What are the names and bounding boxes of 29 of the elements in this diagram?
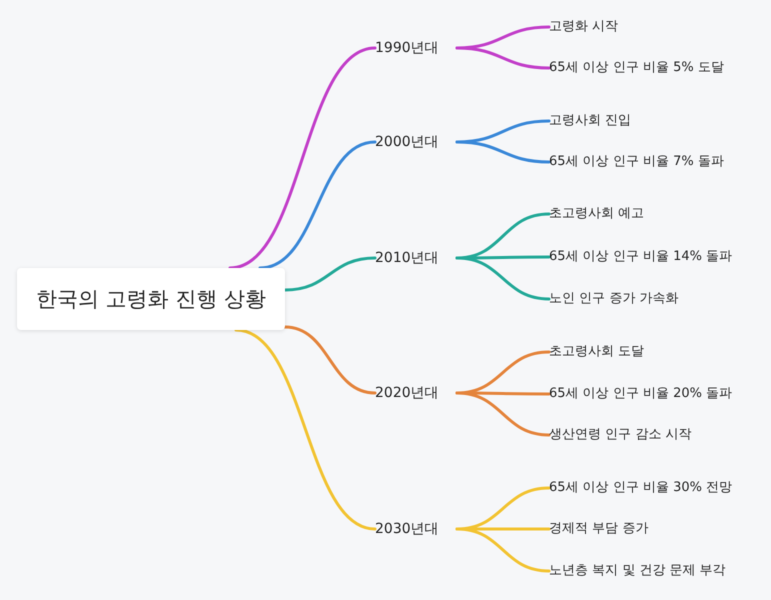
branch-line: [456, 256, 550, 300]
subtopic-text: 고령화 시작: [549, 16, 669, 38]
subtopic-text: 경제적 부담 증가: [549, 518, 689, 540]
subtopic-text: 고령사회 진입: [549, 110, 669, 132]
branch-line: [456, 528, 550, 572]
subtopic-text: 65세 이상 인구 비율 5% 도달: [549, 57, 749, 79]
branch-line: [456, 392, 550, 436]
branch-line: [258, 140, 376, 270]
subtopic-text: 초고령사회 예고: [549, 203, 669, 225]
branch-line: [228, 46, 376, 270]
branch-line: [284, 256, 376, 292]
subtopic-text: 65세 이상 인구 비율 30% 전망: [549, 477, 761, 499]
subtopic-text: 초고령사회 도달: [549, 341, 669, 363]
subtopic-text: 65세 이상 인구 비율 20% 돌파: [549, 383, 761, 405]
subtopic-text: 노인 인구 증가 가속화: [549, 288, 719, 310]
subtopic-text: 노년층 복지 및 건강 문제 부각: [549, 560, 761, 582]
branch-topic-text: 2020년대: [375, 382, 457, 404]
branch-topic-text: 2000년대: [375, 131, 457, 153]
branch-topic-text: 2030년대: [375, 518, 457, 540]
branch-line: [456, 140, 550, 164]
branch-line: [284, 326, 376, 394]
subtopic-text: 65세 이상 인구 비율 14% 돌파: [549, 246, 761, 268]
branch-line: [234, 328, 376, 530]
central-topic-box: 한국의 고령화 진행 상황: [17, 268, 285, 330]
branch-topic-text: 1990년대: [375, 37, 457, 59]
subtopic-text: 생산연령 인구 감소 시작: [549, 424, 719, 446]
subtopic-text: 65세 이상 인구 비율 7% 돌파: [549, 151, 749, 173]
branch-line: [456, 46, 550, 70]
branch-topic-text: 2010년대: [375, 247, 457, 269]
